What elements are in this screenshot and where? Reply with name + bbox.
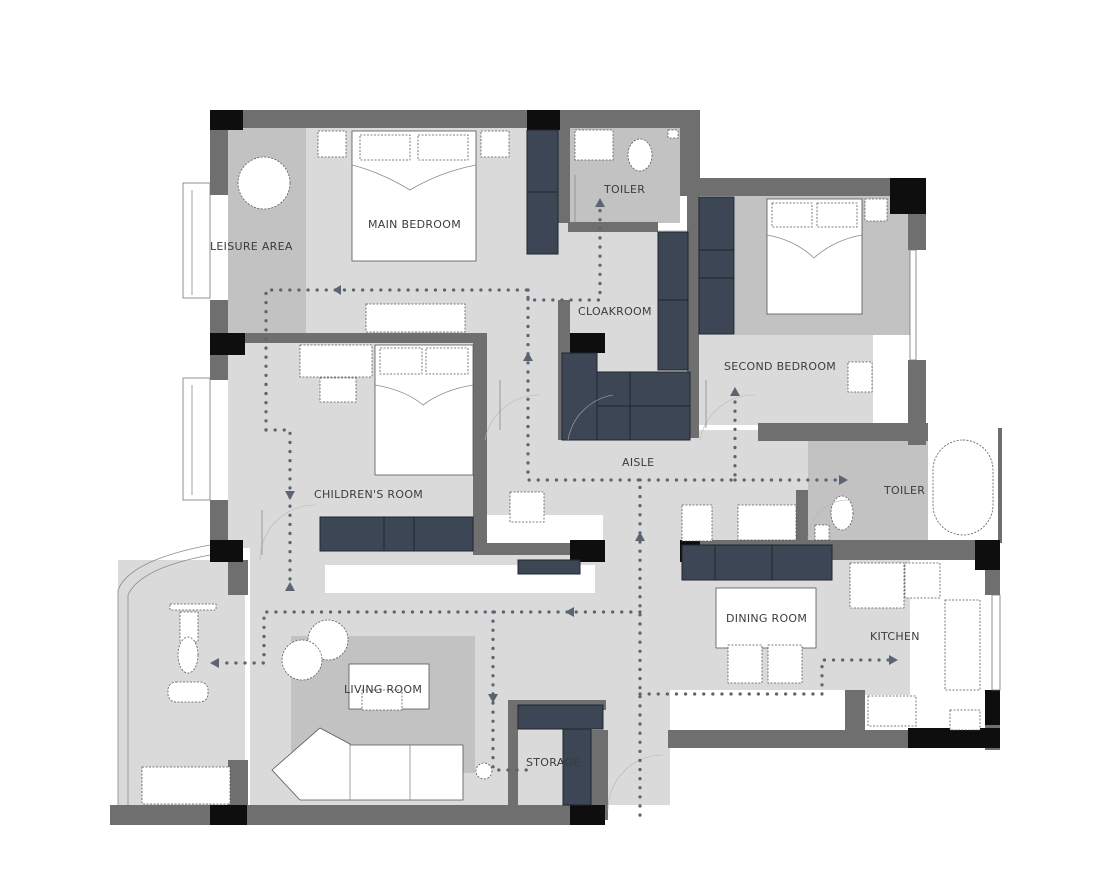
label-childrens-room: CHILDREN'S ROOM <box>314 488 423 501</box>
door-swings <box>259 175 849 811</box>
bed-icon <box>766 198 888 315</box>
flow-arrow-icon <box>839 475 848 485</box>
label-leisure-area: LEISURE AREA <box>210 240 293 253</box>
circulation-paths <box>216 208 892 822</box>
label-second-bedroom: SECOND BEDROOM <box>724 360 836 373</box>
round-table-icon <box>237 156 291 210</box>
label-kitchen: KITCHEN <box>870 630 920 643</box>
flow-arrow-icon <box>285 582 295 591</box>
label-toilet-right: TOILER <box>883 484 925 497</box>
flow-arrow-icon <box>285 491 295 500</box>
flow-arrow-icon <box>210 658 219 668</box>
furniture <box>141 129 994 805</box>
flow-arrow-icon <box>730 387 740 396</box>
cabinets <box>319 129 833 806</box>
flow-arrows <box>210 198 898 703</box>
exercise-bike-icon <box>167 603 217 703</box>
toilet-icon <box>681 495 854 542</box>
label-storage: STORAGE <box>526 756 580 769</box>
label-aisle: AISLE <box>622 456 654 469</box>
label-dining-room: DINING ROOM <box>726 612 807 625</box>
flow-arrow-icon <box>523 352 533 361</box>
bed-icon <box>317 130 510 262</box>
label-toilet-top: TOILER <box>603 183 645 196</box>
bed-icon <box>374 344 474 476</box>
flow-arrow-icon <box>595 198 605 207</box>
flow-arrow-icon <box>333 285 341 295</box>
label-cloakroom: CLOAKROOM <box>578 305 652 318</box>
flow-arrow-icon <box>488 694 498 703</box>
sofa-icon <box>271 727 464 801</box>
flow-arrow-icon <box>889 655 898 665</box>
bathtub-icon <box>932 439 994 536</box>
toilet-icon <box>574 129 679 172</box>
flow-arrow-icon <box>635 532 645 541</box>
room-labels: LEISURE AREA MAIN BEDROOM TOILER CLOAKRO… <box>210 183 925 769</box>
flow-arrow-icon <box>565 607 574 617</box>
label-living-room: LIVING ROOM <box>344 683 422 696</box>
label-main-bedroom: MAIN BEDROOM <box>368 218 461 231</box>
windows <box>117 182 1001 805</box>
